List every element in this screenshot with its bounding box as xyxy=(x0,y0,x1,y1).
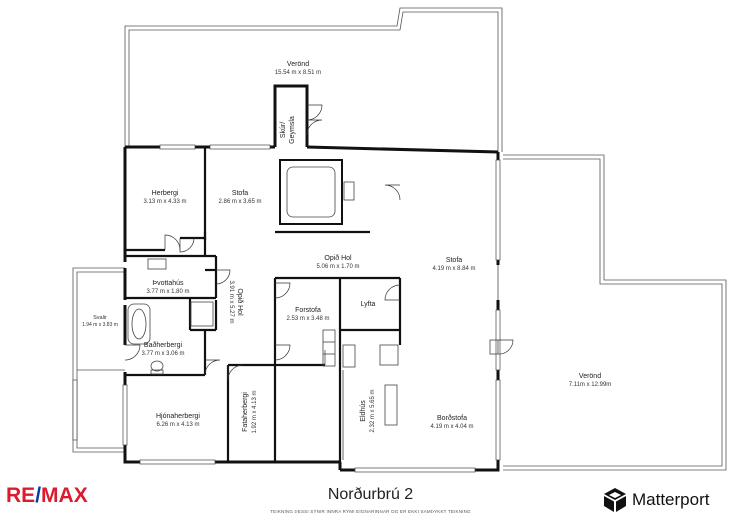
remax-logo: RE/MAX xyxy=(6,484,88,507)
room-label-opid-hol-top: Opið Hol xyxy=(324,254,352,262)
room-label-bordstofa: Borðstofa xyxy=(437,414,467,422)
room-dims-thvottahus: 3.77 m x 1.80 m xyxy=(146,289,189,295)
room-label-fataherbergi: Fataherbergi xyxy=(242,392,249,432)
room-dims-badherbergi: 3.77 m x 3.06 m xyxy=(141,351,184,357)
room-dims-stofa-small: 2.86 m x 3.65 m xyxy=(218,199,261,205)
matterport-wordmark: Matterport xyxy=(632,490,710,509)
interior-walls xyxy=(125,147,402,470)
room-dims-forstofa: 2.53 m x 3.48 m xyxy=(286,316,329,322)
room-label-hjonaherbergi: Hjónaherbergi xyxy=(156,413,200,420)
room-label-stofa-large: Stofa xyxy=(446,257,462,264)
room-dims-opid-hol-side: 3.91 m x 5.27 m xyxy=(228,280,234,323)
room-dims-stofa-large: 4.19 m x 8.84 m xyxy=(432,266,475,272)
room-label-svalir: Svalir xyxy=(93,315,107,321)
room-dims-fataherbergi: 1.92 m x 4.13 m xyxy=(252,390,258,433)
terrace-outlines xyxy=(72,7,727,471)
windows xyxy=(72,144,501,473)
room-labels: Verönd 15.54 m x 8.51 m Skúr/ Geymsla He… xyxy=(82,61,611,434)
room-label-skur-line1: Skúr/ xyxy=(280,122,287,138)
room-dims-bordstofa: 4.19 m x 4.04 m xyxy=(430,424,473,430)
fixtures xyxy=(127,159,499,460)
room-label-opid-hol-side: Opið Hol xyxy=(236,288,244,316)
room-dims-eldhus: 2.32 m x 5.65 m xyxy=(370,389,376,432)
remax-logo-slash: / xyxy=(35,484,42,507)
room-dims-herbergi: 3.13 m x 4.33 m xyxy=(143,199,186,205)
property-title: Norðurbrú 2 xyxy=(327,486,414,503)
room-dims-verond-top: 15.54 m x 8.51 m xyxy=(275,70,321,76)
disclaimer-text: TEIKNING ÞESSI SÝNIR INNRA RÝMI EIGNARIN… xyxy=(270,509,471,514)
matterport-cube-icon xyxy=(604,488,626,512)
room-label-herbergi: Herbergi xyxy=(152,190,179,197)
doors xyxy=(124,104,514,381)
room-label-badherbergi: Baðherbergi xyxy=(144,341,183,349)
room-label-stofa-small: Stofa xyxy=(232,190,248,197)
room-label-verond-top: Verönd xyxy=(287,61,309,68)
room-label-forstofa: Forstofa xyxy=(295,307,321,314)
room-dims-hjonaherbergi: 6.26 m x 4.13 m xyxy=(156,422,199,428)
room-label-thvottahus: Þvottahús xyxy=(152,280,184,287)
room-dims-svalir: 1.94 m x 3.83 m xyxy=(82,322,118,328)
remax-logo-part1: RE xyxy=(6,484,36,507)
room-label-lyfta: Lyfta xyxy=(361,301,376,308)
room-label-skur-line2: Geymsla xyxy=(289,116,296,144)
room-label-verond-right: Verönd xyxy=(579,373,601,380)
matterport-logo: Matterport xyxy=(602,487,709,513)
room-dims-verond-right: 7.11m x 12.99m xyxy=(569,382,612,388)
room-dims-opid-hol-top: 5.06 m x 1.70 m xyxy=(316,264,359,270)
remax-logo-part2: MAX xyxy=(41,484,88,507)
room-label-eldhus: Eldhús xyxy=(360,400,367,422)
